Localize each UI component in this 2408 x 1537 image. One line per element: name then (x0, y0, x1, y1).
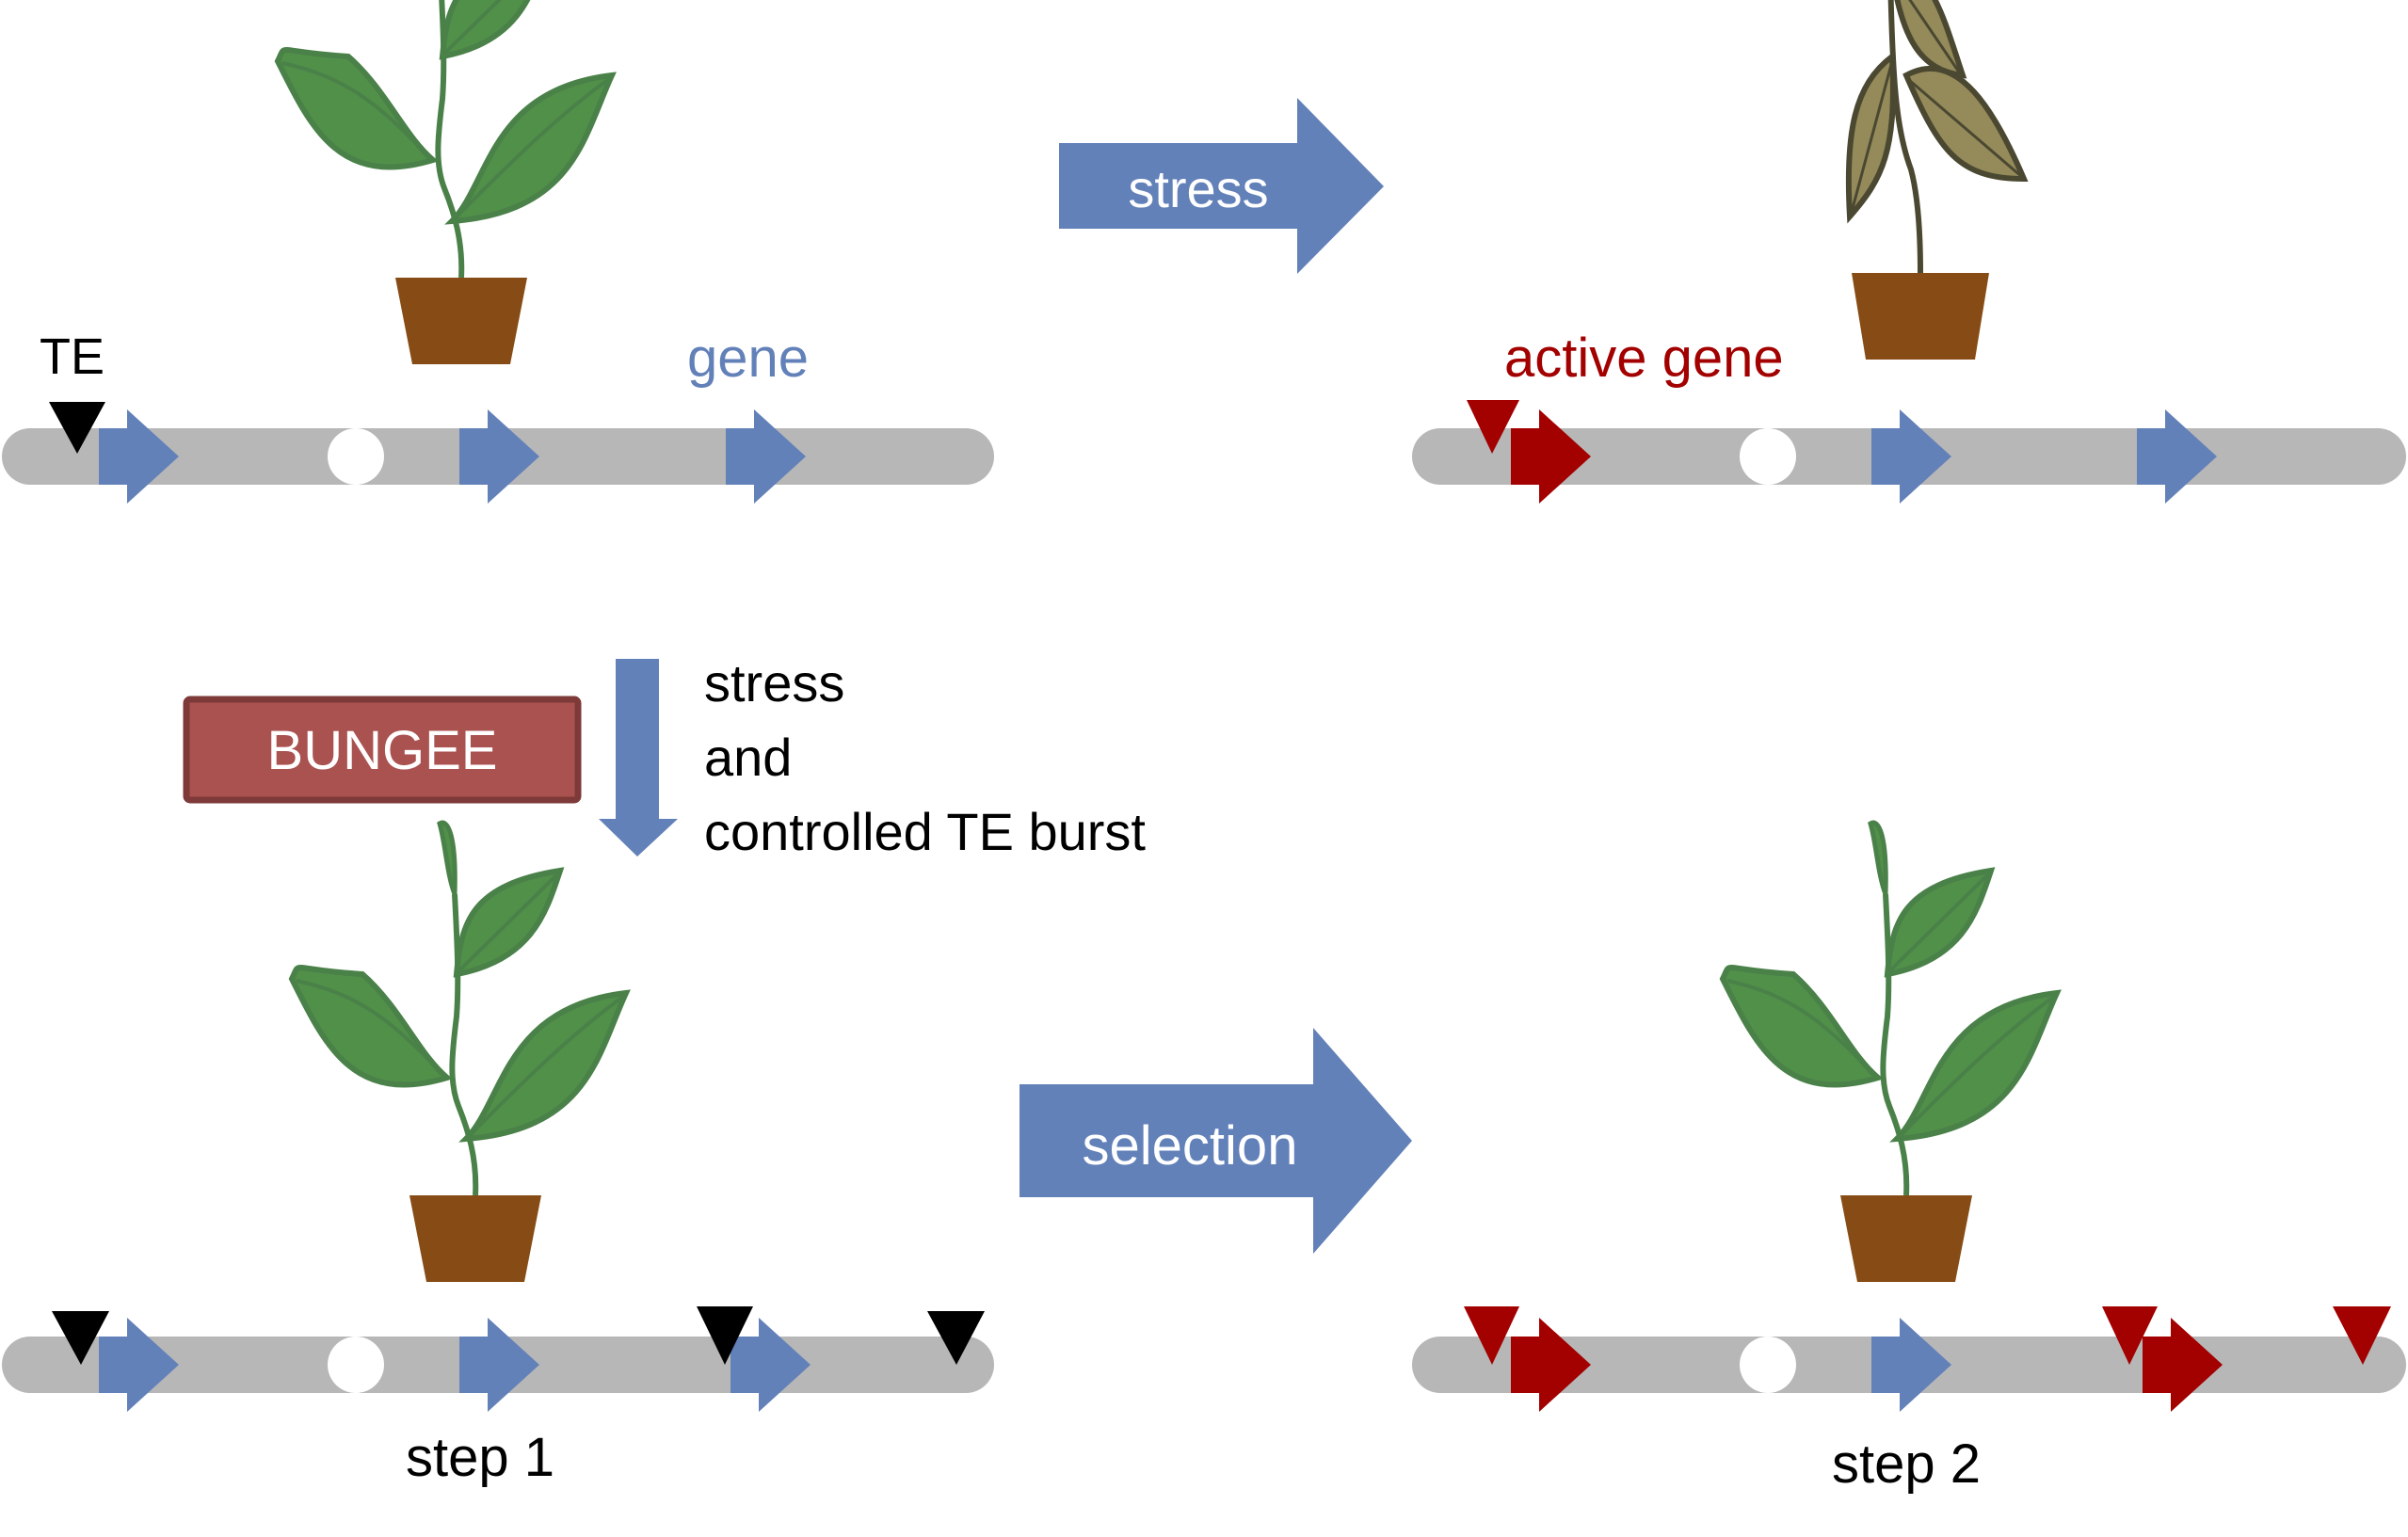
gene-arrow (459, 1318, 539, 1412)
healthy-plant-icon (1723, 823, 2057, 1282)
gene-label: gene (687, 328, 809, 389)
te-marker (697, 1306, 753, 1365)
stressed-plant-icon (1849, 0, 2024, 360)
te-marker (927, 1311, 985, 1365)
gene-arrow (2137, 409, 2217, 504)
step-1-label: step 1 (406, 1427, 554, 1488)
panel-bottom-right: step 2 (1412, 823, 2406, 1495)
bungee-box: BUNGEE (183, 696, 582, 804)
te-marker-active (1464, 1306, 1519, 1365)
te-marker-active (2333, 1306, 2391, 1365)
gene-arrow (1871, 409, 1951, 504)
healthy-plant-icon (278, 0, 612, 364)
active-gene-arrow (1511, 1318, 1591, 1412)
bungee-label: BUNGEE (267, 720, 498, 781)
centromere (328, 1337, 384, 1393)
chromosome (2, 402, 994, 504)
stress-arrow: stress (1059, 98, 1384, 274)
gene-arrow (99, 1318, 179, 1412)
gene-arrow (99, 409, 179, 504)
chromosome (1412, 400, 2406, 504)
down-arrow-text-line: stress (704, 653, 844, 712)
te-marker-active (2102, 1306, 2158, 1365)
centromere (328, 428, 384, 485)
te-marker (52, 1311, 109, 1365)
centromere (1740, 428, 1796, 485)
down-arrow: stress and controlled TE burst (599, 653, 1146, 861)
te-marker-active (1467, 400, 1519, 454)
selection-arrow: selection (1019, 1028, 1412, 1254)
chromosome (2, 1306, 994, 1412)
panel-bottom-left: step 1 (2, 823, 994, 1488)
stress-arrow-label: stress (1128, 159, 1268, 218)
gene-arrow (1871, 1318, 1951, 1412)
te-label: TE (40, 328, 104, 385)
selection-arrow-label: selection (1083, 1115, 1298, 1177)
gene-arrow (459, 409, 539, 504)
gene-arrow (730, 1318, 811, 1412)
centromere (1740, 1337, 1796, 1393)
gene-arrow (726, 409, 806, 504)
active-gene-label: active gene (1504, 328, 1784, 389)
panel-top-left: TE gene (2, 0, 994, 504)
healthy-plant-icon (292, 823, 626, 1282)
active-gene-arrow (1511, 409, 1591, 504)
te-marker (49, 402, 105, 454)
panel-top-right: active gene (1412, 0, 2406, 504)
step-2-label: step 2 (1832, 1433, 1981, 1495)
active-gene-arrow (2143, 1318, 2223, 1412)
down-arrow-text-line: controlled TE burst (704, 802, 1146, 861)
down-arrow-text-line: and (704, 728, 792, 787)
chromosome (1412, 1306, 2406, 1412)
